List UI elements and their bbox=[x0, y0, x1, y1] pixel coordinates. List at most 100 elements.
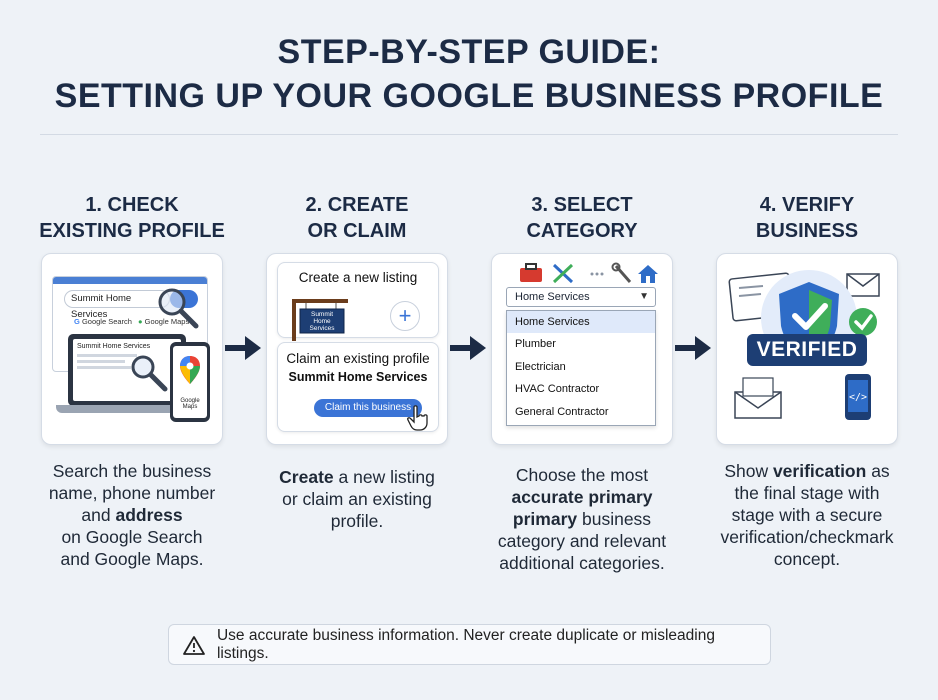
desc-line: primary business bbox=[472, 508, 692, 530]
title-divider bbox=[40, 134, 898, 135]
step-1-description: Search the business name, phone number a… bbox=[22, 460, 242, 570]
hand-cursor-icon bbox=[407, 405, 428, 431]
arrow-right-icon bbox=[450, 336, 486, 360]
category-option[interactable]: Home Services bbox=[507, 311, 655, 334]
desc-line: additional categories. bbox=[499, 553, 665, 573]
result-line bbox=[77, 354, 137, 357]
step-3-description: Choose the most accurate primary primary… bbox=[472, 460, 692, 574]
warning-text: Use accurate business information. Never… bbox=[216, 626, 715, 662]
arrow-right-icon bbox=[675, 336, 711, 360]
category-option[interactable]: Plumber bbox=[515, 338, 556, 351]
claim-profile-panel: Claim an existing profile Summit Home Se… bbox=[277, 342, 439, 432]
page-title: STEP-BY-STEP GUIDE: SETTING UP YOUR GOOG… bbox=[0, 30, 938, 118]
selected-category: Home Services bbox=[515, 291, 590, 303]
step-3-title-line-2: CATEGORY bbox=[526, 220, 638, 242]
desc-text: a new listing bbox=[333, 467, 435, 487]
category-option[interactable]: Electrician bbox=[515, 360, 566, 373]
dots-icon bbox=[590, 272, 604, 276]
phone: Google Maps bbox=[170, 342, 210, 422]
step-3-title: 3. SELECT CATEGORY bbox=[482, 192, 682, 244]
create-listing-panel[interactable]: Create a new listing Summit Home Service… bbox=[277, 262, 439, 341]
step-1-title: 1. CHECK EXISTING PROFILE bbox=[32, 192, 232, 244]
step-4-card: </> VERIFIED bbox=[716, 253, 898, 445]
step-1-card: Summit Home Services G Google Search ● G… bbox=[41, 253, 223, 445]
desc-line: Choose the most bbox=[515, 465, 649, 485]
category-option[interactable]: HVAC Contractor bbox=[515, 383, 600, 396]
step-1-title-line-2: EXISTING PROFILE bbox=[39, 220, 225, 242]
step-4-title-line-1: 4. VERIFY bbox=[759, 194, 855, 216]
google-maps-label: Google Maps bbox=[144, 317, 190, 326]
desc-line: profile. bbox=[330, 511, 384, 531]
desc-line: or claim an existing bbox=[282, 489, 432, 509]
google-g-icon: G bbox=[74, 317, 80, 326]
laptop-screen: Summit Home Services bbox=[73, 339, 181, 401]
chevron-down-icon: ▼ bbox=[639, 291, 649, 302]
desc-line: Create a new listing bbox=[247, 466, 467, 488]
step-2-title-line-2: OR CLAIM bbox=[307, 220, 407, 242]
sign-text: Summit Home Services bbox=[309, 311, 335, 332]
search-input[interactable]: Summit Home Services bbox=[64, 290, 170, 320]
step-4-title: 4. VERIFY BUSINESS bbox=[707, 192, 907, 244]
step-2-card: Create a new listing Summit Home Service… bbox=[266, 253, 448, 445]
laptop-result-title: Summit Home Services bbox=[77, 343, 151, 350]
map-pin-icon: ● bbox=[138, 317, 143, 326]
step-2-title: 2. CREATE OR CLAIM bbox=[257, 192, 457, 244]
desc-line: name, phone number bbox=[48, 483, 216, 503]
claim-business-name: Summit Home Services bbox=[288, 370, 428, 384]
desc-text: as bbox=[866, 461, 890, 481]
laptop-base bbox=[56, 405, 202, 413]
step-2-title-line-1: 2. CREATE bbox=[305, 194, 409, 216]
wrench-icon bbox=[611, 262, 632, 283]
warning-note: Use accurate business information. Never… bbox=[168, 624, 771, 665]
title-line-1: STEP-BY-STEP GUIDE: bbox=[277, 33, 661, 71]
desc-line: category and relevant bbox=[497, 531, 667, 551]
phone-code-icon: </> bbox=[845, 374, 871, 420]
laptop: Summit Home Services bbox=[68, 334, 186, 406]
phone-screen: Google Maps bbox=[173, 346, 207, 418]
desc-text: and bbox=[81, 505, 116, 525]
browser-title-bar bbox=[53, 277, 207, 284]
desc-line: concept. bbox=[773, 549, 841, 569]
desc-line: and address bbox=[22, 504, 242, 526]
claim-business-button[interactable]: Claim this business bbox=[314, 399, 422, 417]
maps-pin-icon bbox=[180, 356, 200, 384]
phone-maps-label: Google Maps bbox=[180, 398, 200, 410]
step-3-title-line-1: 3. SELECT bbox=[531, 194, 633, 216]
step-3-card: Home Services ▼ Home Services Plumber El… bbox=[491, 253, 673, 445]
step-4-description: Show verification as the final stage wit… bbox=[697, 460, 917, 570]
desc-text: business bbox=[577, 509, 652, 529]
result-line bbox=[77, 360, 125, 363]
desc-emphasis: address bbox=[115, 505, 183, 525]
result-line bbox=[77, 366, 131, 369]
desc-emphasis: primary bbox=[512, 509, 578, 529]
desc-line: Search the business bbox=[52, 461, 212, 481]
desc-line: on Google Search bbox=[61, 527, 203, 547]
step-4-title-line-2: BUSINESS bbox=[755, 220, 859, 242]
desc-emphasis: verification bbox=[772, 461, 867, 481]
desc-emphasis: accurate primary bbox=[511, 487, 653, 507]
desc-emphasis: Create bbox=[279, 467, 334, 487]
signpost-icon bbox=[292, 299, 348, 341]
step-1-title-line-1: 1. CHECK bbox=[85, 194, 179, 216]
svg-text:</>: </> bbox=[849, 392, 867, 403]
warning-icon bbox=[183, 635, 205, 655]
checkmark-icon bbox=[849, 308, 877, 336]
desc-line: accurate primary bbox=[472, 486, 692, 508]
magnifier-icon bbox=[158, 288, 199, 329]
category-options: Home Services Plumber Electrician HVAC C… bbox=[506, 310, 656, 426]
category-option[interactable]: General Contractor bbox=[515, 405, 609, 418]
create-listing-label: Create a new listing bbox=[298, 270, 418, 285]
letter-envelope-icon bbox=[734, 377, 782, 419]
verified-badge: VERIFIED bbox=[747, 334, 867, 366]
desc-line: and Google Maps. bbox=[60, 549, 204, 569]
desc-line: the final stage with bbox=[734, 483, 880, 503]
arrow-right-icon bbox=[225, 336, 261, 360]
desc-text: Show bbox=[724, 461, 773, 481]
claim-profile-label: Claim an existing profile bbox=[286, 351, 430, 366]
magnifier-icon bbox=[131, 355, 168, 392]
category-select[interactable]: Home Services ▼ bbox=[506, 287, 656, 307]
google-maps-link[interactable]: ● Google Maps bbox=[138, 317, 189, 326]
add-listing-button[interactable]: + bbox=[390, 301, 420, 331]
step-2-description: Create a new listing or claim an existin… bbox=[247, 460, 467, 532]
google-search-link[interactable]: G Google Search bbox=[74, 317, 132, 326]
